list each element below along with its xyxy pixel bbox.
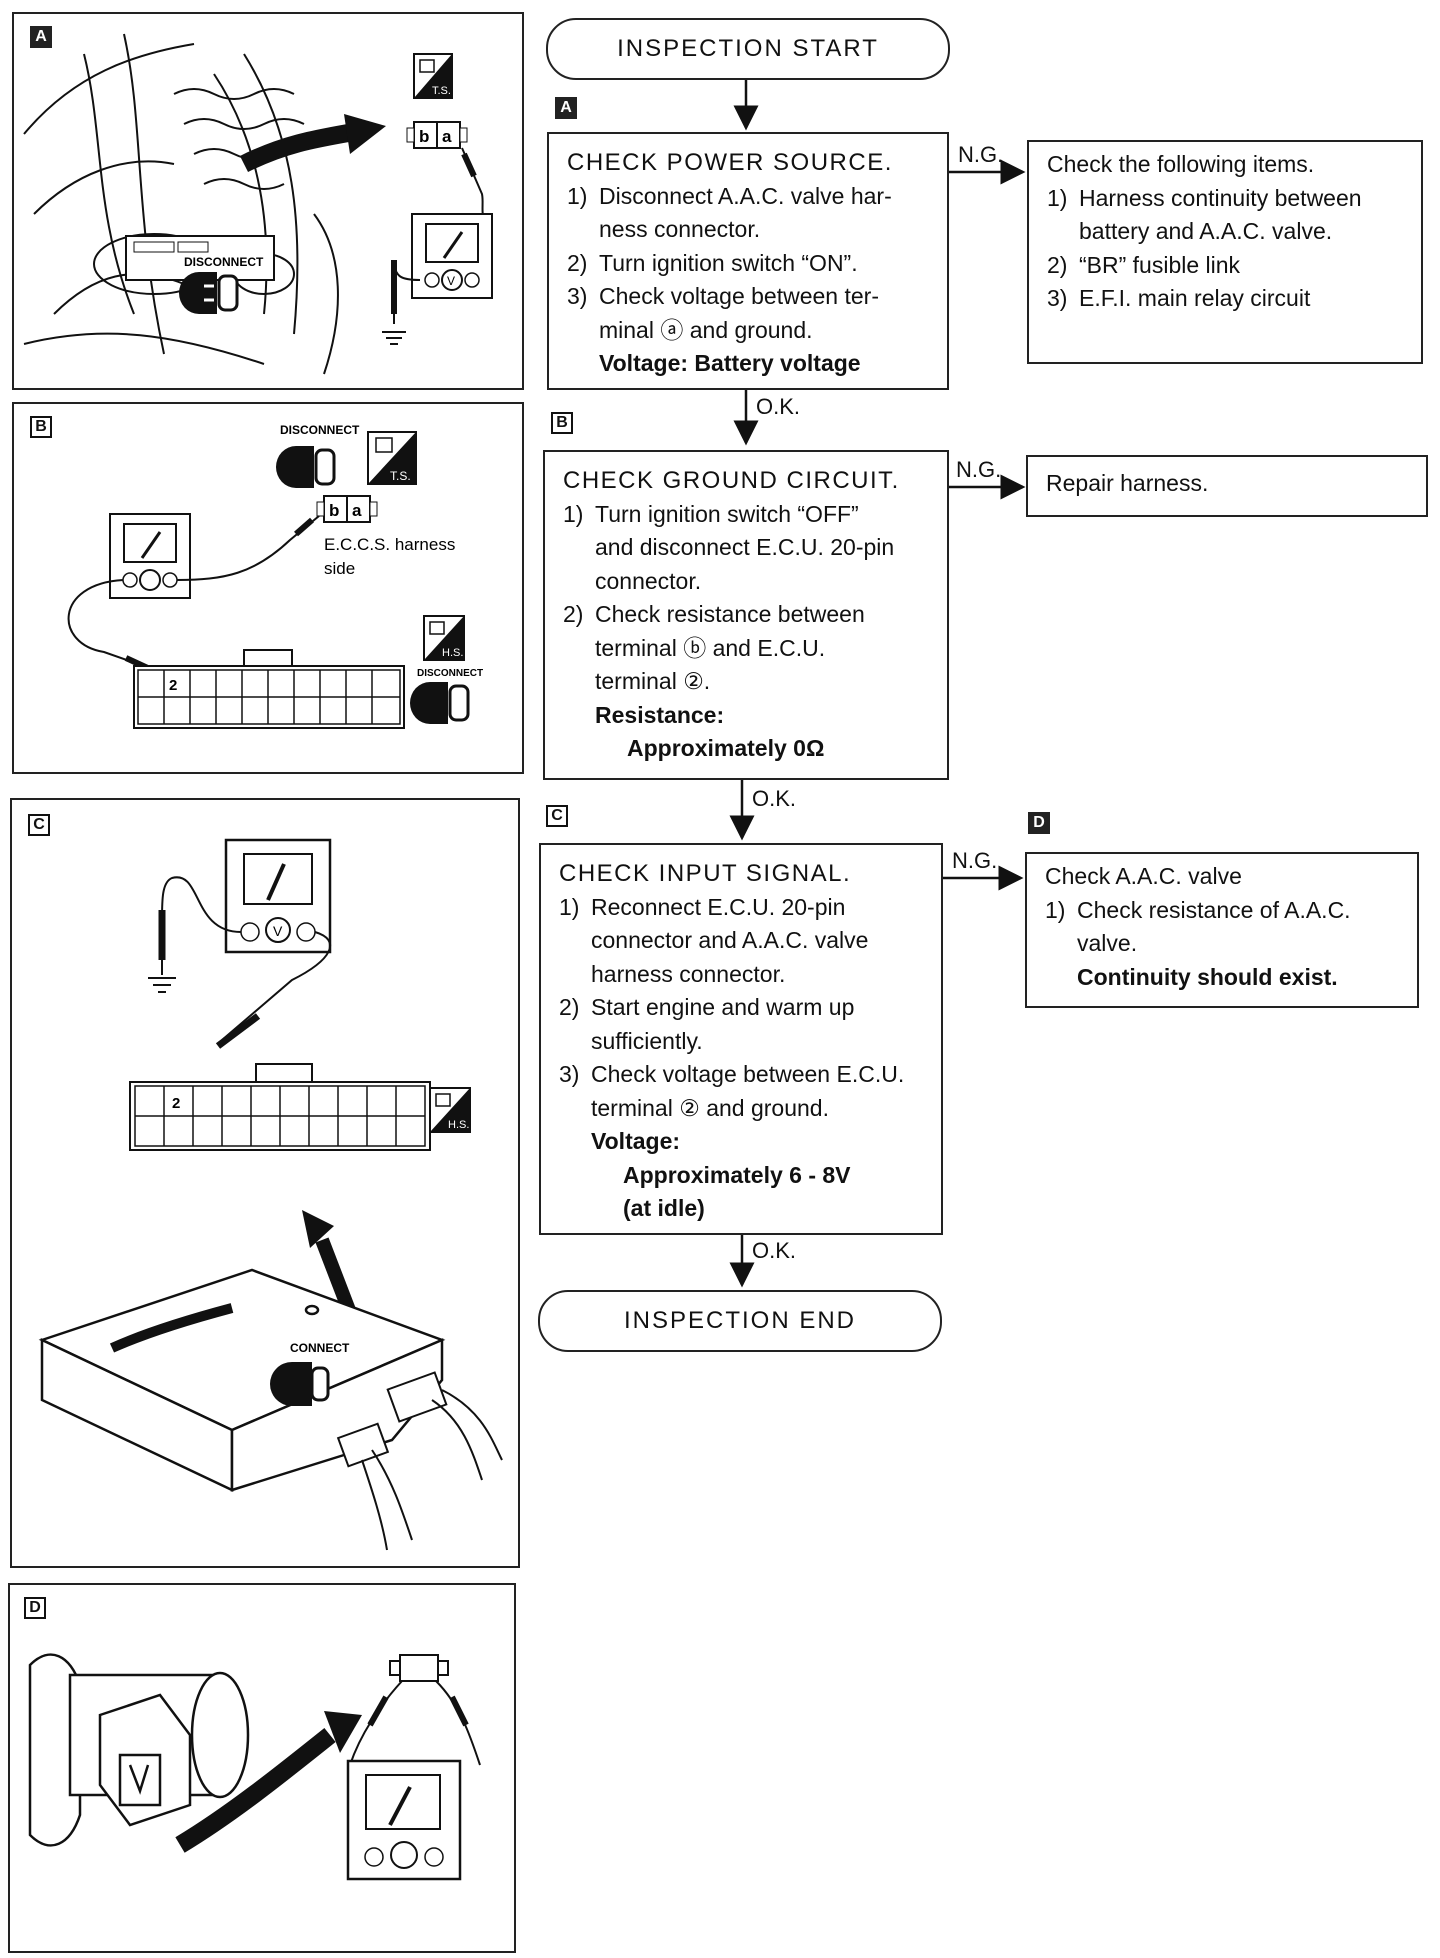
voltmeter-icon: V [411, 213, 493, 299]
step-b-check-ground-circuit: CHECK GROUND CIRCUIT. 1) Turn ignition s… [543, 450, 949, 780]
ng-c-title: Check A.A.C. valve [1045, 863, 1242, 889]
ng-label-c: N.G. [952, 848, 998, 873]
ng-b-repair-harness: Repair harness. [1026, 455, 1428, 517]
hs-badge: H.S. [429, 1087, 471, 1133]
step-a-item-2: 2) Turn ignition switch “ON”. [567, 249, 858, 276]
illustration-panel-d: D [8, 1583, 516, 1953]
inspection-end-terminal: INSPECTION END [538, 1290, 942, 1352]
connect-label: CONNECT [290, 1341, 350, 1355]
harness-side-label-2: side [324, 559, 355, 578]
svg-text:2: 2 [172, 1095, 180, 1112]
ng-c-item-1: 1) Check resistance of A.A.C.valve. [1045, 896, 1351, 957]
pointer-arrow [324, 1711, 362, 1753]
ng-a-item-2: 2) “BR” fusible link [1047, 251, 1241, 278]
svg-text:H.S.: H.S. [448, 1119, 469, 1131]
ground-symbol [382, 331, 406, 345]
ng-label-a: N.G. [958, 142, 1004, 167]
ecu-20-pin-connector: 2 [133, 649, 405, 729]
hs-badge: H.S. [423, 615, 465, 661]
step-c-spec-label: Voltage: [591, 1128, 681, 1154]
step-tag-b: B [551, 412, 573, 434]
aac-valve [28, 1653, 250, 1847]
ng-a-title: Check the following items. [1047, 151, 1315, 177]
illustration-panel-b: B DISCONNECT T.S. b a E.C.C.S. harness s… [12, 402, 524, 774]
ng-a-check-items: Check the following items. 1) Harness co… [1027, 140, 1423, 364]
step-c-spec-value: Approximately 6 - 8V [623, 1161, 851, 1188]
step-c-title: CHECK INPUT SIGNAL. [559, 860, 852, 887]
step-a-check-power-source: CHECK POWER SOURCE. 1) Disconnect A.A.C.… [547, 132, 949, 390]
pointer-arrow [302, 1210, 334, 1248]
ng-b-text: Repair harness. [1046, 470, 1209, 496]
svg-text:V: V [273, 923, 283, 939]
ng-c-note: Continuity should exist. [1077, 963, 1338, 990]
svg-text:H.S.: H.S. [442, 647, 463, 659]
ok-label-b: O.K. [752, 786, 797, 811]
harness-side-label-1: E.C.C.S. harness [324, 535, 455, 554]
ecu-20-pin-connector: 2 [129, 1063, 431, 1151]
panel-tag-c: C [28, 814, 50, 836]
step-tag-d: D [1028, 812, 1050, 834]
ng-label-b: N.G. [956, 457, 1002, 482]
panel-tag-d: D [24, 1597, 46, 1619]
connector-pins-ba: b a [316, 495, 378, 523]
step-c-item-3: 3) Check voltage between E.C.U.terminal … [559, 1061, 905, 1121]
ohmmeter-icon [346, 1759, 462, 1881]
step-b-title: CHECK GROUND CIRCUIT. [563, 467, 900, 494]
disconnect-label: DISCONNECT [184, 255, 264, 269]
ok-label-a: O.K. [756, 394, 801, 419]
panel-tag-a: A [30, 26, 52, 48]
svg-text:b: b [329, 501, 339, 520]
ng-c-check-aac-valve: Check A.A.C. valve 1) Check resistance o… [1025, 852, 1419, 1008]
step-b-item-1: 1) Turn ignition switch “OFF”and disconn… [563, 500, 895, 594]
step-a-item-1: 1) Disconnect A.A.C. valve har-ness conn… [567, 182, 892, 243]
step-c-spec-condition: (at idle) [623, 1195, 705, 1221]
step-tag-a: A [555, 97, 577, 119]
illustration-panel-c: C V [10, 798, 520, 1568]
disconnect-plug-icon [179, 272, 239, 314]
voltmeter-icon: V [224, 838, 332, 954]
svg-text:T.S.: T.S. [432, 85, 451, 97]
step-b-spec-value: Approximately 0Ω [627, 735, 825, 761]
step-tag-c: C [546, 805, 568, 827]
disconnect-label-top: DISCONNECT [280, 423, 360, 437]
svg-text:V: V [447, 274, 455, 288]
illustration-panel-a: A DISCONNECT [12, 12, 524, 390]
ground-symbol [148, 960, 176, 993]
disconnect-plug-icon [276, 446, 336, 488]
step-a-item-3: 3) Check voltage between ter-minal ⓐ and… [567, 283, 879, 343]
ok-label-c: O.K. [752, 1238, 797, 1263]
pointer-arrow [344, 114, 386, 154]
two-pin-connector [389, 1654, 449, 1682]
aac-valve-drawing [28, 1653, 481, 1881]
disconnect-label-bottom: DISCONNECT [417, 668, 483, 679]
svg-text:b: b [419, 127, 429, 146]
ecu-unit [38, 1268, 446, 1492]
panel-tag-b: B [30, 416, 52, 438]
ng-a-item-3: 3) E.F.I. main relay circuit [1047, 285, 1311, 311]
ts-badge: T.S. [413, 53, 453, 99]
engine-bay-drawing: DISCONNECT T.S. b a [23, 33, 493, 375]
step-a-title: CHECK POWER SOURCE. [567, 149, 893, 176]
svg-text:T.S.: T.S. [390, 469, 411, 483]
ground-circuit-drawing: DISCONNECT T.S. b a E.C.C.S. harness sid… [67, 423, 483, 729]
inspection-start-terminal: INSPECTION START [546, 18, 950, 80]
ohmmeter-icon [109, 513, 191, 599]
svg-text:a: a [442, 127, 452, 146]
step-a-voltage-spec: Voltage: Battery voltage [599, 350, 861, 376]
step-c-check-input-signal: CHECK INPUT SIGNAL. 1) Reconnect E.C.U. … [539, 843, 943, 1235]
harness-plugs [336, 1371, 503, 1551]
disconnect-plug-icon [410, 682, 470, 724]
svg-text:a: a [352, 501, 362, 520]
connector-pins-ba: b a [406, 121, 468, 149]
svg-text:2: 2 [169, 677, 177, 694]
input-signal-drawing: V 2 [38, 838, 503, 1551]
connect-plug-icon [270, 1362, 330, 1406]
step-b-spec-label: Resistance: [595, 701, 725, 728]
ts-badge: T.S. [367, 431, 417, 485]
